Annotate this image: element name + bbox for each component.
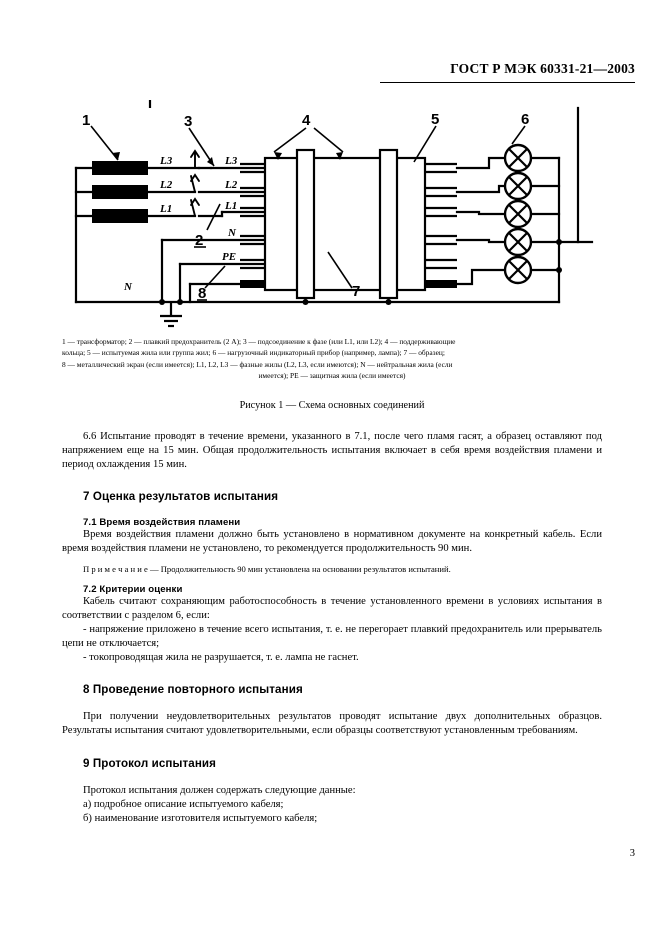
criteria-item-2: - токопроводящая жила не разрушается, т.… <box>83 652 359 664</box>
heading-section-8: 8 Проведение повторного испытания <box>83 683 303 697</box>
figure-circuit-diagram: 1 3 4 5 6 2 7 8 L3 L2 L1 L3 L2 L1 <box>62 100 597 335</box>
criteria-item-1: - напряжение приложено в течение всего и… <box>62 624 602 650</box>
legend-line-2: кольца; 5 — испытуемая жила или группа ж… <box>62 348 445 358</box>
report-item-b: б) наименование изготовителя испытуемого… <box>83 812 318 824</box>
heading-section-7-1: 7.1 Время воздействия пламени <box>83 517 241 529</box>
legend-line-3: 8 — металлический экран (если имеется); … <box>62 359 453 369</box>
callout-3: 3 <box>184 113 192 130</box>
callout-5: 5 <box>431 111 439 128</box>
document-body: 6.6 Испытание проводят в течение времени… <box>62 430 602 826</box>
report-item-a: а) подробное описание испытуемого кабеля… <box>83 798 284 810</box>
label-n: N <box>227 227 237 239</box>
heading-section-7-2: 7.2 Критерии оценки <box>83 583 183 595</box>
label-l1-left: L1 <box>159 203 172 215</box>
legend-line-1: 1 — трансформатор; 2 — плавкий предохран… <box>62 337 456 346</box>
paragraph-6-6: 6.6 Испытание проводят в течение времени… <box>62 431 602 471</box>
heading-section-7: 7 Оценка результатов испытания <box>83 490 279 504</box>
callout-6: 6 <box>521 111 529 128</box>
label-l2-right: L2 <box>224 179 238 191</box>
callout-8: 8 <box>198 285 206 302</box>
legend-line-4: имеется); PE — защитная жила (если имеет… <box>258 370 406 380</box>
label-l1-right: L1 <box>224 200 237 212</box>
label-l3-right: L3 <box>224 155 238 167</box>
label-n-bus: N <box>123 281 133 293</box>
paragraph-7-1: Время воздействия пламени должно быть ус… <box>62 529 602 555</box>
figure-caption: Рисунок 1 — Схема основных соединений <box>239 400 425 411</box>
paragraph-7-2: Кабель считают сохраняющим работоспособн… <box>62 595 602 622</box>
standard-title: ГОСТ Р МЭК 60331-21—2003 <box>450 61 635 76</box>
label-l3-left: L3 <box>159 155 173 167</box>
callout-2: 2 <box>195 232 203 249</box>
label-pe: PE <box>222 251 236 263</box>
page-header: ГОСТ Р МЭК 60331-21—2003 <box>0 60 661 78</box>
paragraph-8: При получении неудовлетворительных резул… <box>62 711 602 737</box>
label-l2-left: L2 <box>159 179 173 191</box>
paragraph-9: Протокол испытания должен содержать след… <box>83 784 356 796</box>
figure-legend: 1 — трансформатор; 2 — плавкий предохран… <box>62 336 602 381</box>
heading-section-9: 9 Протокол испытания <box>83 756 217 770</box>
page-number: 3 <box>629 848 635 859</box>
callout-7: 7 <box>352 283 360 300</box>
callout-4: 4 <box>302 112 311 129</box>
note-7-1: П р и м е ч а н и е — Продолжительность … <box>83 564 451 575</box>
callout-1: 1 <box>82 112 90 129</box>
header-rule <box>380 82 635 84</box>
